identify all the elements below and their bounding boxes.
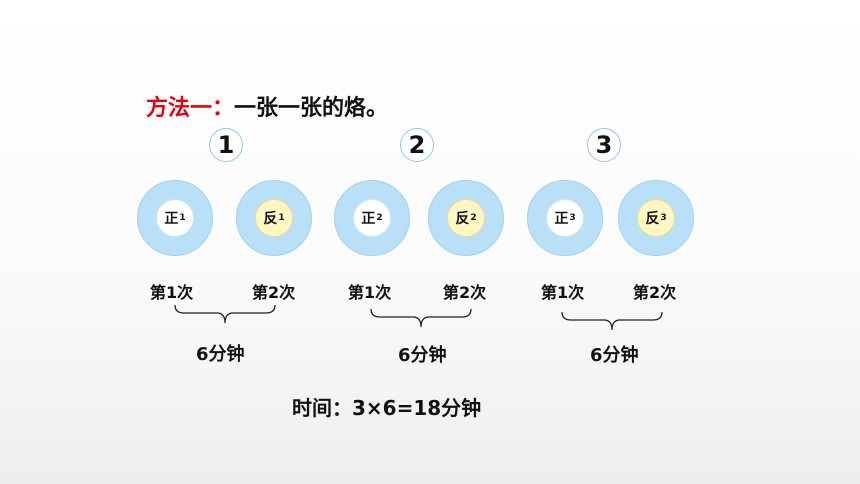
group-2-second-turn: 第2次 — [443, 283, 487, 302]
group-3-number: 3 — [587, 128, 621, 162]
group-3-time: 6分钟 — [590, 345, 639, 366]
method-heading: 方法一：一张一张的烙。 — [146, 90, 388, 122]
group-3-brace — [561, 311, 663, 331]
group-3-second-turn: 第2次 — [633, 283, 677, 302]
group-2-time: 6分钟 — [398, 345, 447, 366]
group-2-brace — [370, 308, 472, 328]
group-1-first-turn: 第1次 — [150, 283, 194, 302]
method-description: 一张一张的烙。 — [234, 96, 389, 121]
group-3-first-turn: 第1次 — [541, 283, 585, 302]
group-1-brace — [174, 304, 276, 324]
group-2-first-turn: 第1次 — [348, 283, 392, 302]
method-label: 方法一： — [146, 96, 235, 121]
total-time: 时间：3×6=18分钟 — [292, 396, 482, 420]
group-2-number: 2 — [400, 128, 434, 162]
group-1-second-turn: 第2次 — [252, 283, 296, 302]
group-1-number: 1 — [209, 128, 243, 162]
group-1-time: 6分钟 — [196, 344, 245, 365]
